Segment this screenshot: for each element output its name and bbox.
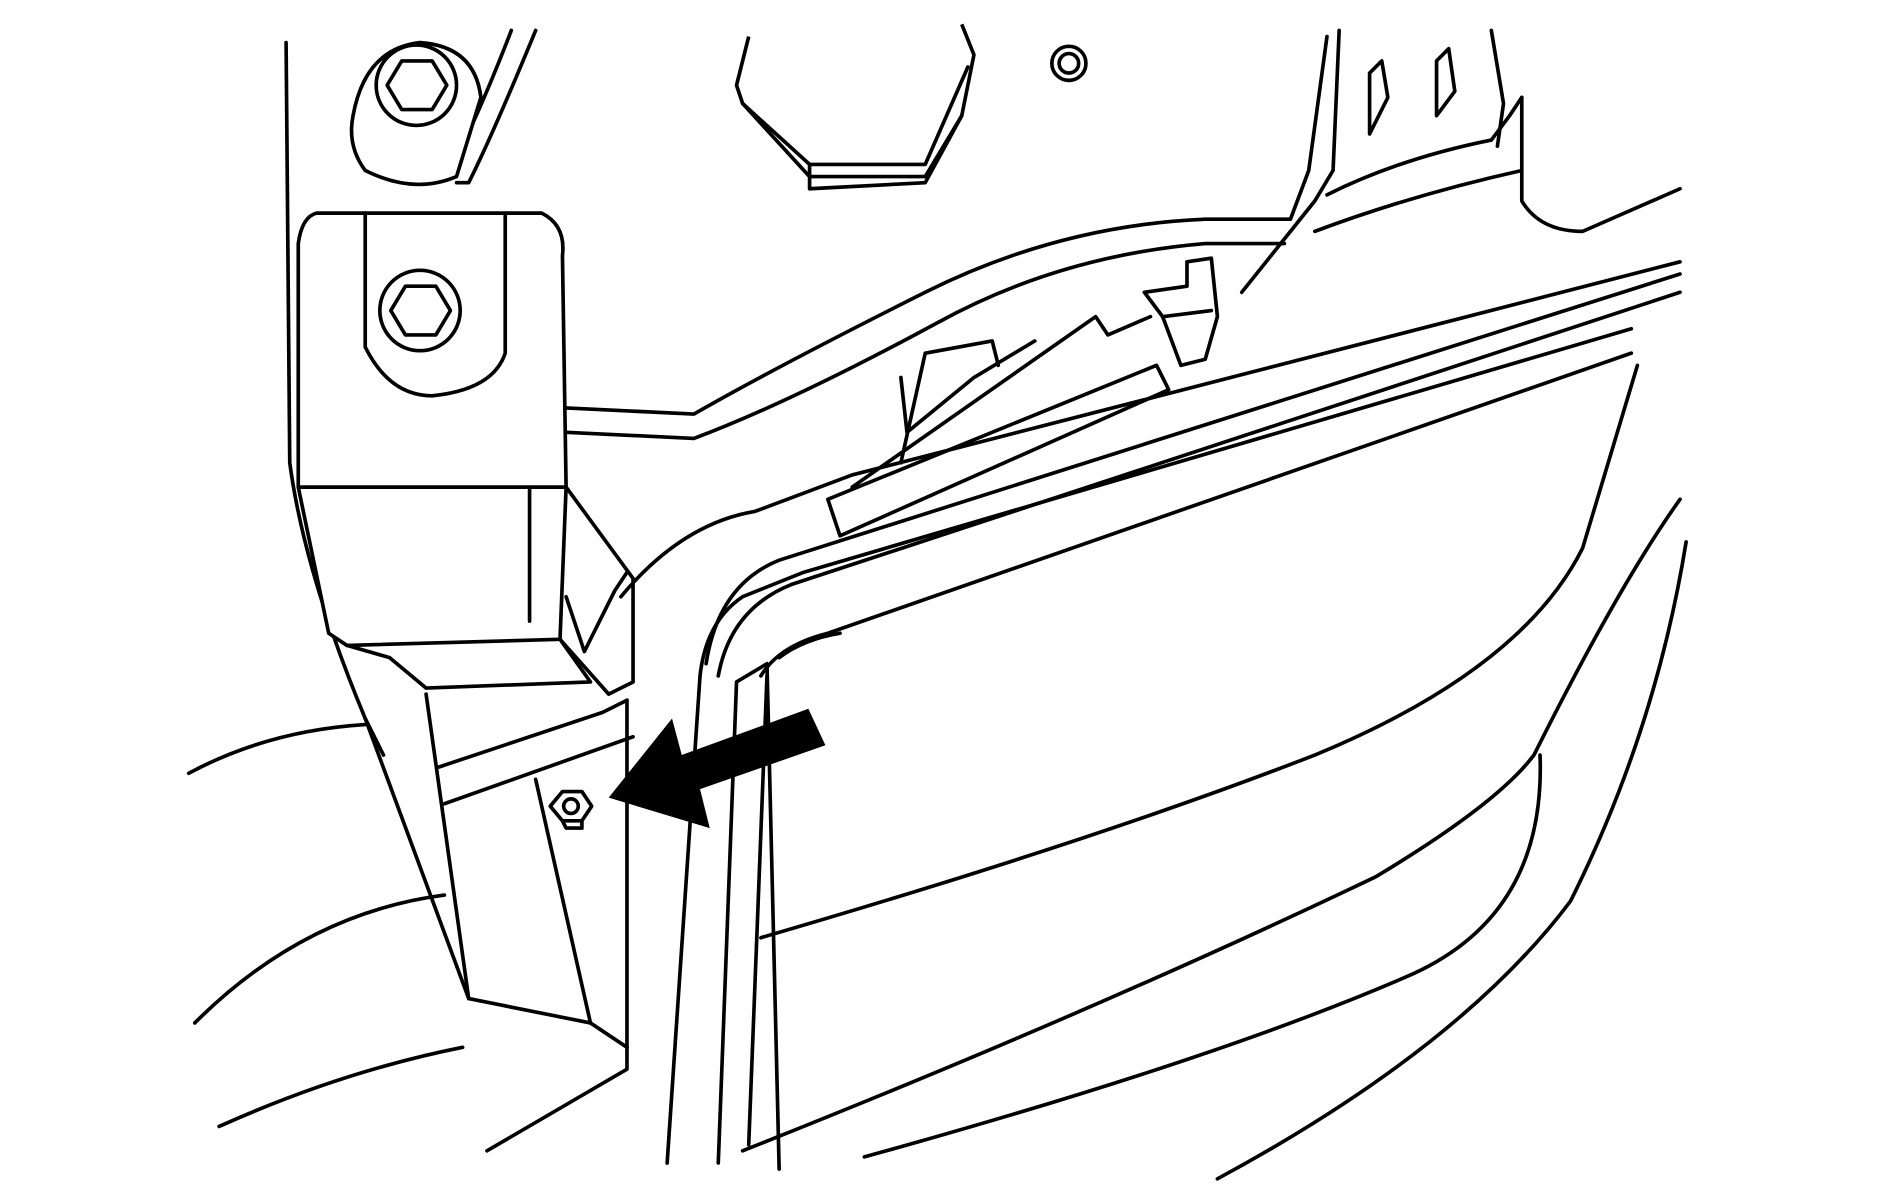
body-structure [186,28,1682,1153]
nut-fastener [548,789,594,830]
arrow-icon [608,708,826,829]
headlamp-assembly [619,256,1688,1181]
callout-arrow [608,708,826,829]
upper-bracket [734,23,1088,191]
rivet-icon [1050,44,1088,83]
upper-mounting-bolt [349,40,483,187]
headlamp-bracket [296,211,635,696]
